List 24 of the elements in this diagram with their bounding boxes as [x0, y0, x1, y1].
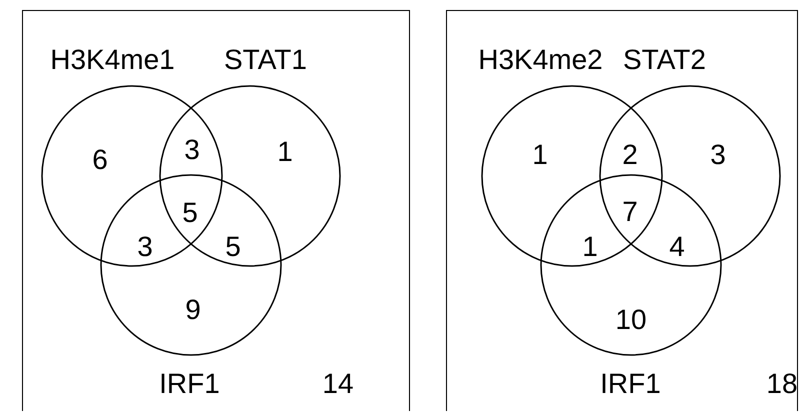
region-count: 7: [622, 197, 638, 227]
region-count: 3: [137, 232, 153, 262]
region-count: 2: [622, 140, 638, 170]
region-count: 1: [582, 232, 598, 262]
total-count: 14: [322, 369, 354, 399]
panel-frame: [446, 10, 798, 411]
set-label: IRF1: [600, 368, 661, 398]
total-count: 18: [766, 369, 798, 399]
set-label: IRF1: [159, 368, 220, 398]
region-count: 1: [532, 140, 548, 170]
region-count: 9: [185, 295, 201, 325]
region-count: 10: [615, 305, 647, 335]
region-count: 4: [669, 232, 685, 262]
region-count: 1: [277, 137, 293, 167]
set-label: H3K4me1: [50, 44, 175, 74]
set-label: STAT1: [224, 44, 307, 74]
region-count: 5: [225, 232, 241, 262]
region-count: 6: [92, 145, 108, 175]
region-count: 3: [184, 135, 200, 165]
set-label: H3K4me2: [478, 44, 603, 74]
region-count: 5: [182, 198, 198, 228]
set-label: STAT2: [623, 44, 706, 74]
panel-frame: [22, 10, 410, 411]
region-count: 3: [710, 140, 726, 170]
